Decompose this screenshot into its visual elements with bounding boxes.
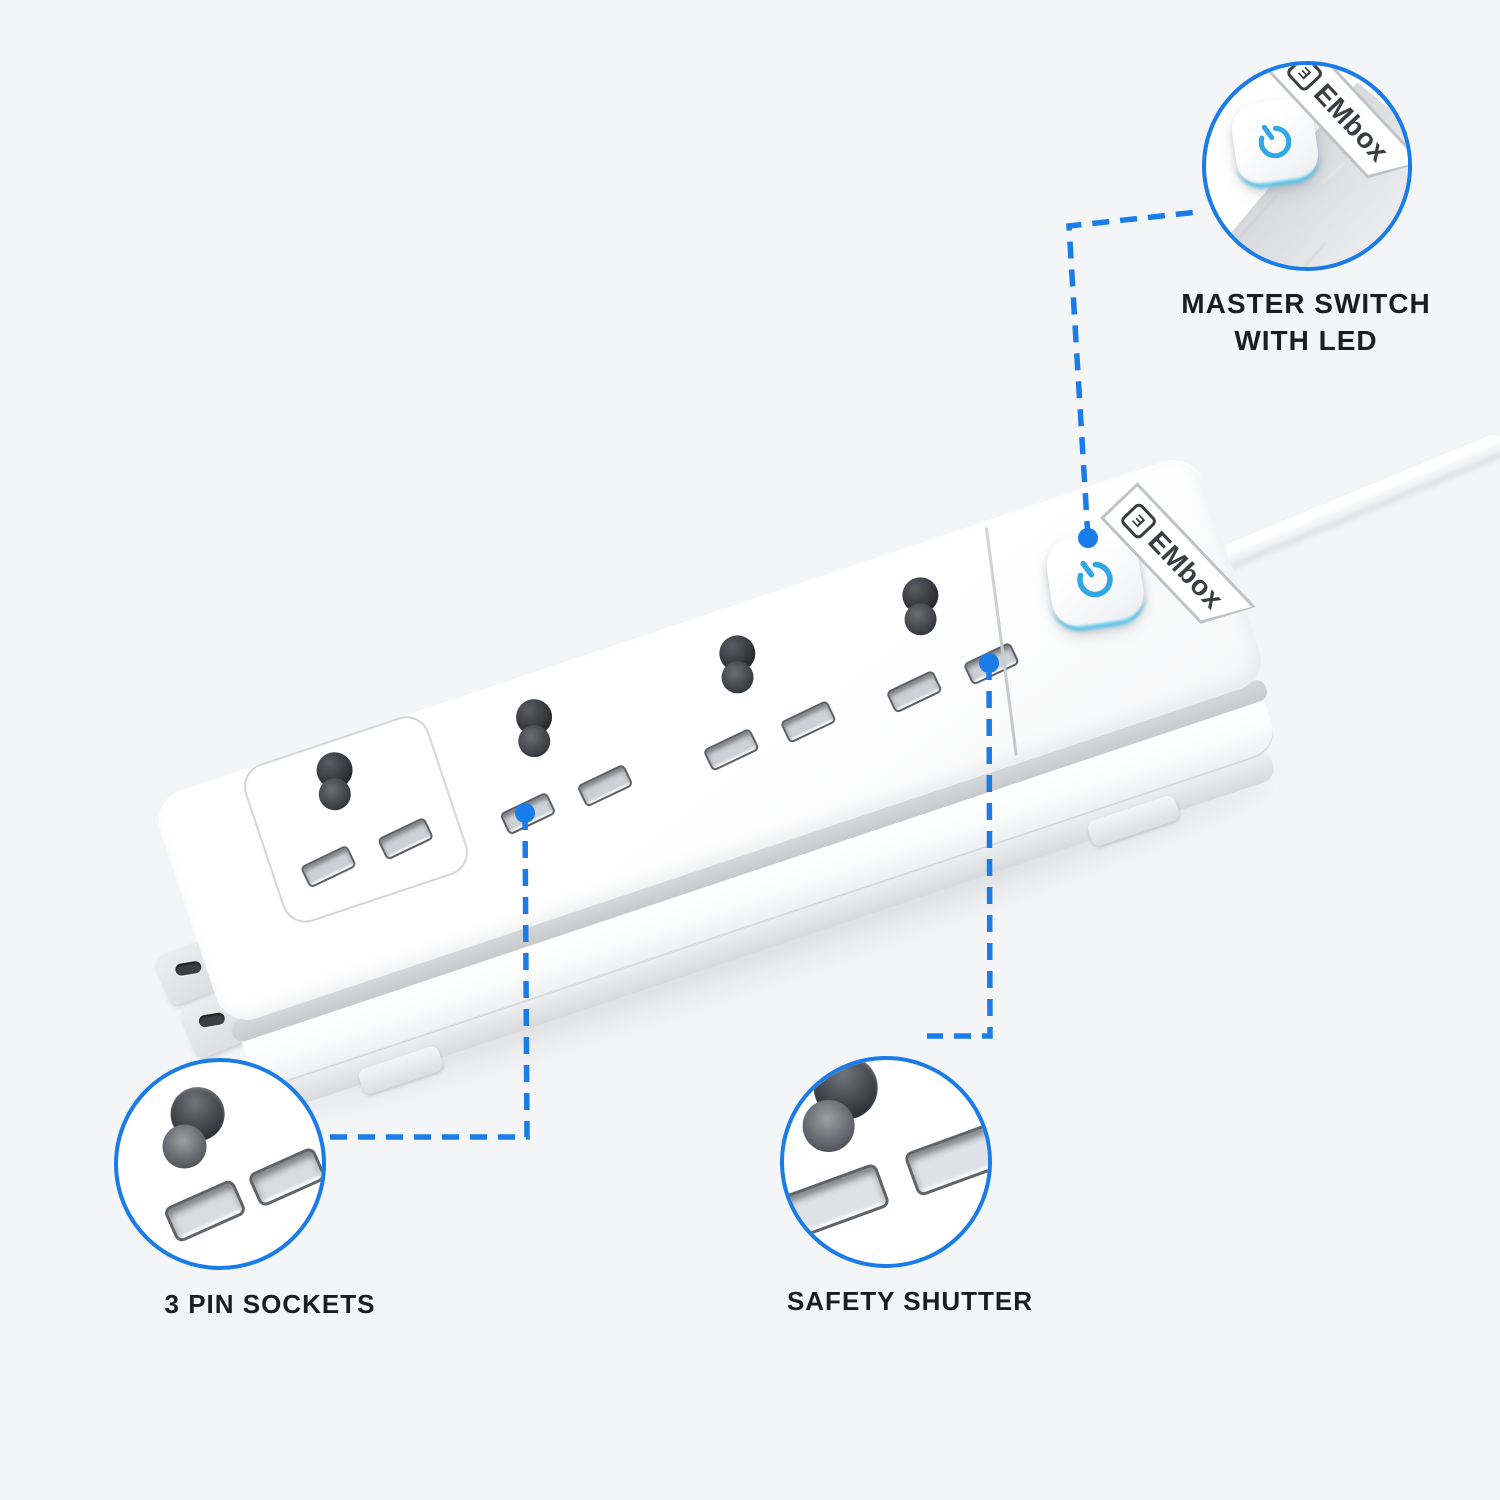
earth-pin-hole (719, 635, 756, 694)
power-strip: Ǝ EMbox (150, 451, 1281, 1127)
shutter-slot-zoomed (903, 1120, 988, 1198)
label-master-switch-line2: WITH LED (1234, 325, 1378, 356)
brand-logo: EMbox (1142, 525, 1230, 615)
shutter-slot-zoomed (784, 1162, 891, 1240)
logo-mark-icon: Ǝ (1119, 501, 1159, 541)
tab-slot (174, 960, 203, 977)
power-button-zoomed (1228, 95, 1322, 189)
neutral-slot (962, 641, 1020, 686)
earth-pin-hole-zoomed (151, 1078, 233, 1177)
neutral-slot (376, 816, 435, 861)
power-icon (1258, 124, 1292, 159)
socket-2 (448, 673, 641, 847)
live-slot (499, 791, 557, 836)
neutral-slot (576, 763, 634, 808)
socket-3 (652, 610, 845, 784)
label-safety-shutter: SAFETY SHUTTER (786, 1286, 1034, 1316)
callout-circle-pin-sockets (114, 1058, 326, 1270)
power-cord (1210, 431, 1500, 572)
power-button (1042, 527, 1148, 632)
callout-circle-master-switch: Ǝ EMbox (1202, 61, 1412, 271)
label-master-switch: MASTER SWITCH WITH LED (1106, 285, 1500, 359)
strip-top-face: Ǝ EMbox (150, 451, 1270, 1029)
label-pin-sockets: 3 PIN SOCKETS (164, 1289, 376, 1319)
power-icon (1077, 560, 1113, 598)
live-slot (702, 727, 760, 772)
label-master-switch-line1: MASTER SWITCH (1181, 288, 1431, 319)
live-slot (885, 669, 943, 714)
tab-slot (198, 1011, 226, 1028)
earth-pin-hole-zoomed (788, 1060, 888, 1165)
earth-pin-hole (515, 699, 553, 758)
neutral-slot-zoomed (246, 1145, 322, 1209)
earth-pin-hole (316, 752, 353, 811)
live-slot-zoomed (162, 1178, 248, 1244)
earth-pin-hole (902, 577, 939, 636)
callout-circle-safety-shutter (780, 1056, 992, 1268)
neutral-slot (779, 699, 837, 744)
